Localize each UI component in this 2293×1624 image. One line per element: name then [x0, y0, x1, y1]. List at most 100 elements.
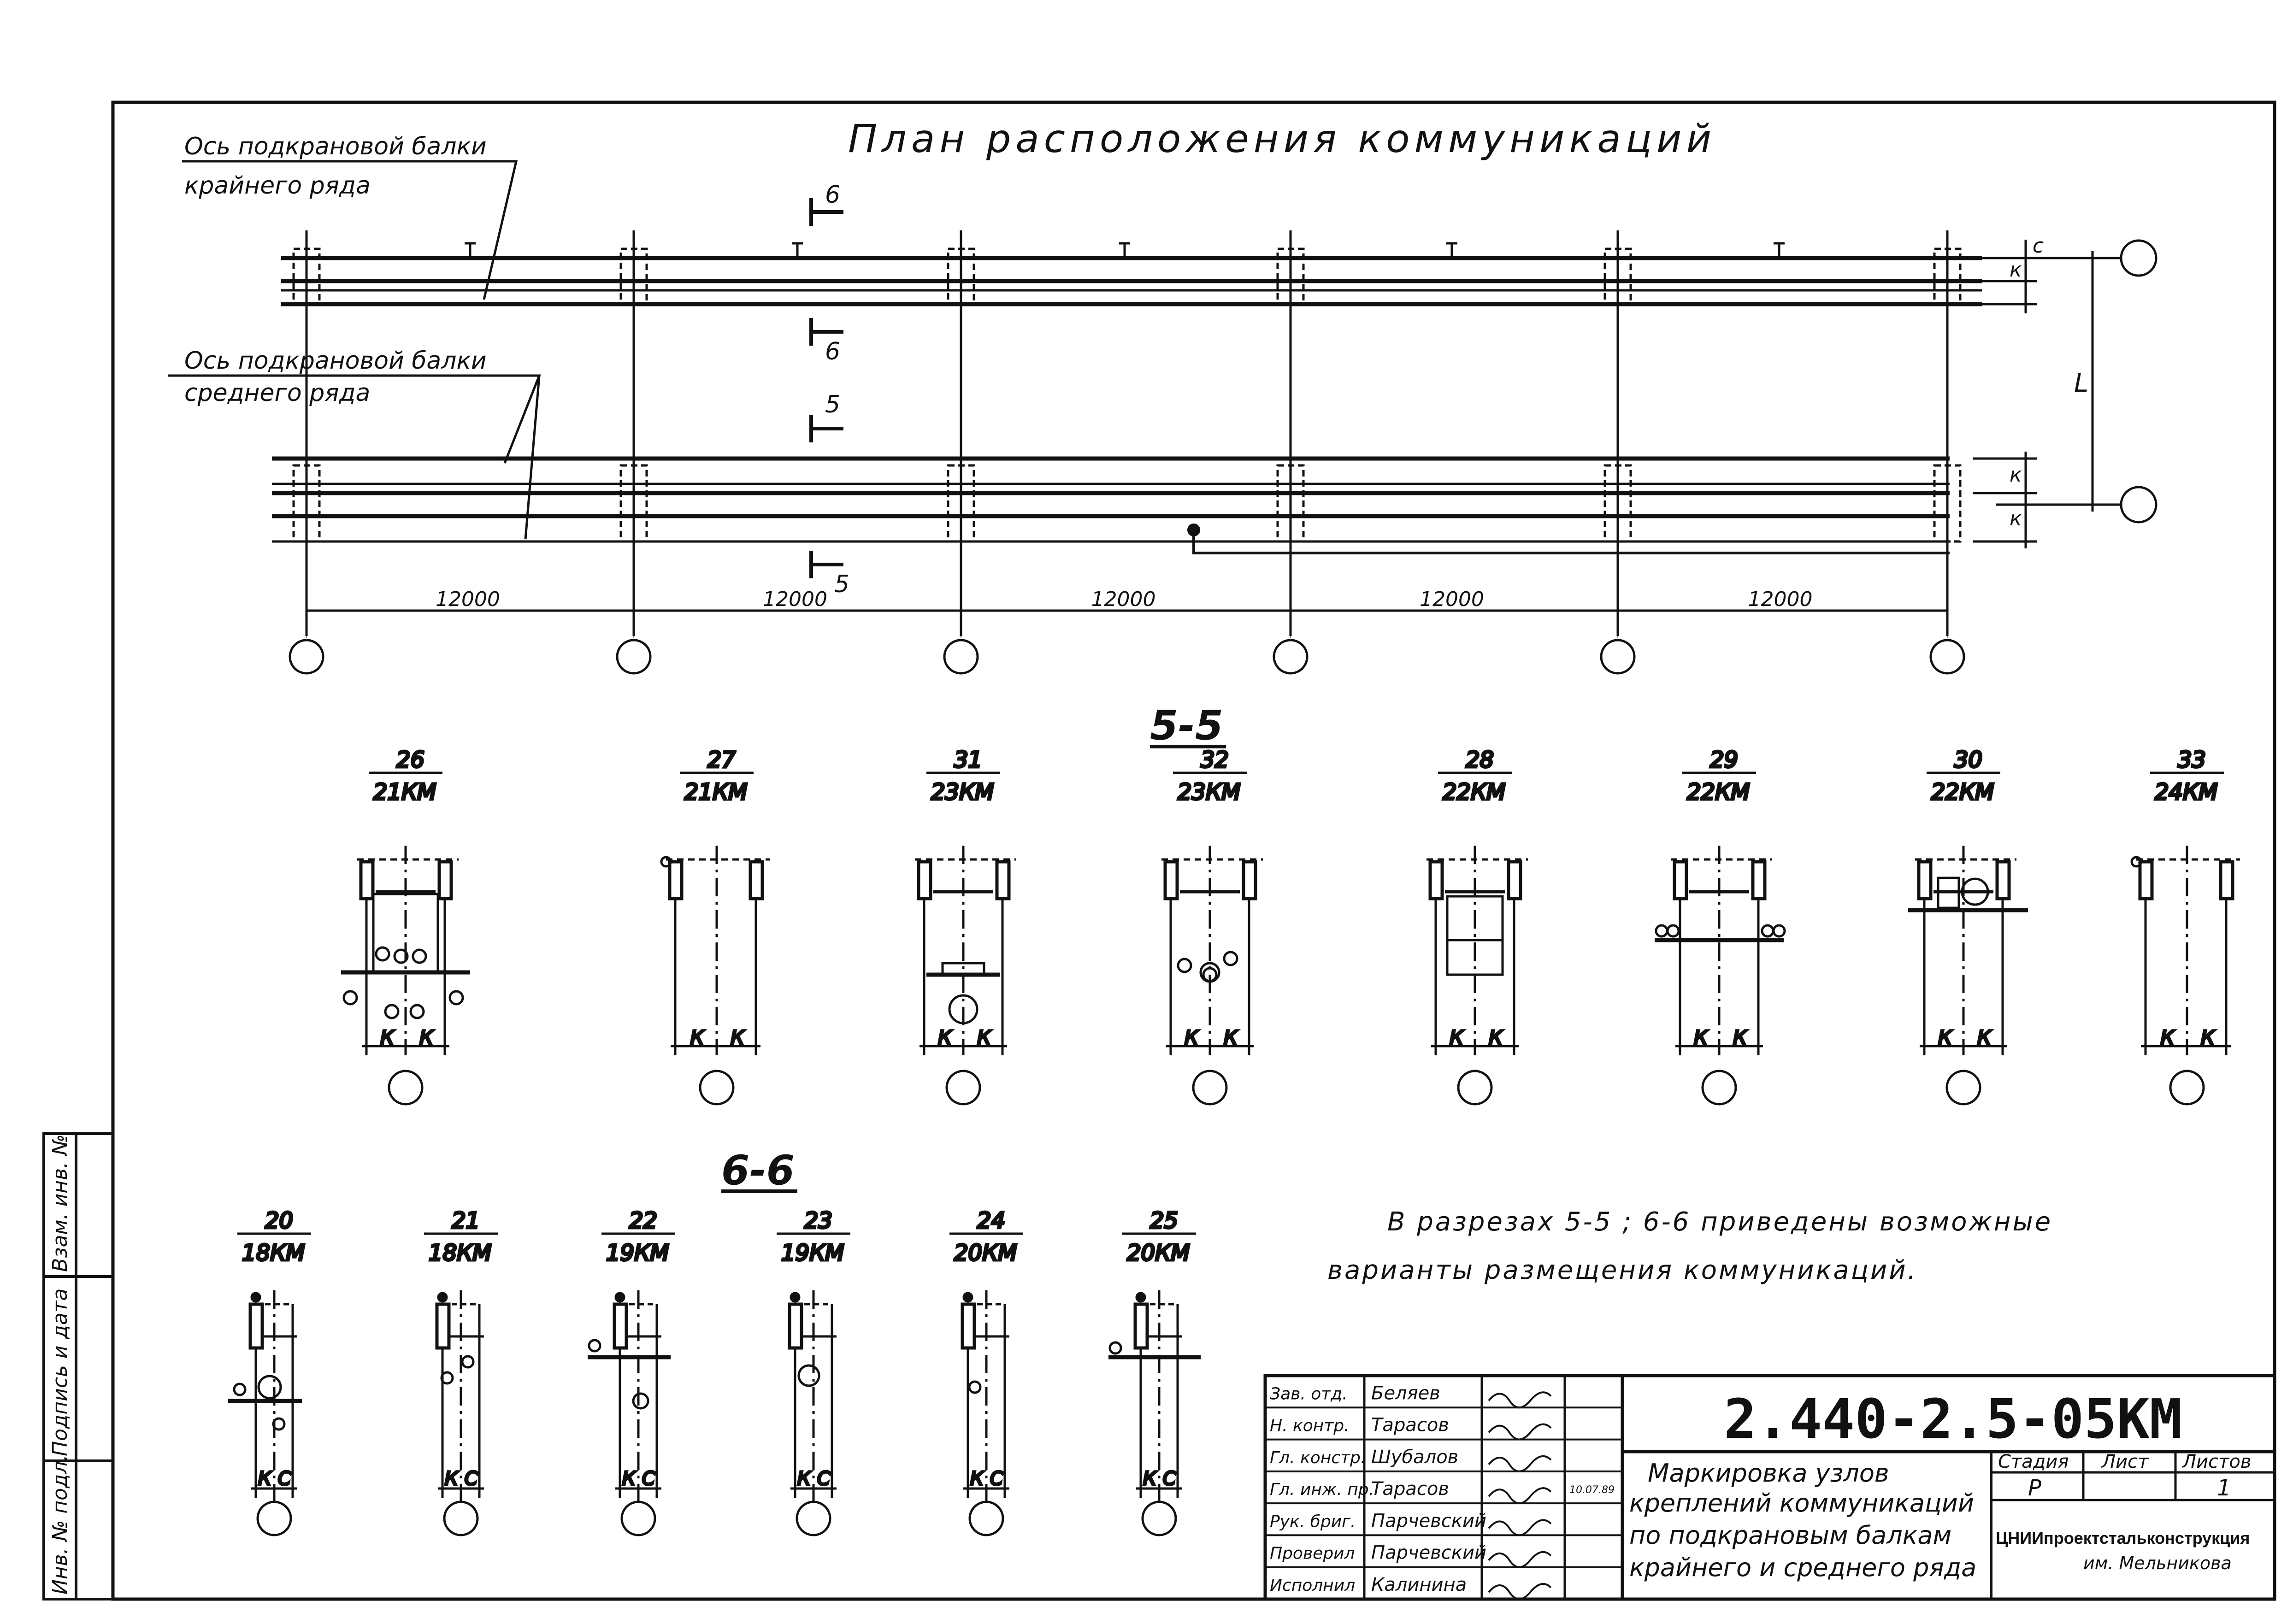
plan-column — [1600, 230, 1636, 675]
section-6-6-title: 6-6 — [721, 1147, 795, 1194]
signature — [1488, 1519, 1552, 1536]
node-number: 33 — [2178, 747, 2206, 773]
axis-bubble — [968, 1500, 1004, 1536]
rail — [788, 1302, 803, 1350]
staff-name: Тарасов — [1371, 1415, 1449, 1436]
dim-k: К — [938, 1027, 952, 1048]
node-number: 28 — [1466, 747, 1494, 773]
doc-description-1: Маркировка узлов — [1648, 1459, 1889, 1488]
signature — [1488, 1391, 1552, 1409]
column-middle — [947, 464, 975, 543]
axis-bubble — [1701, 1070, 1737, 1106]
axis-bubble — [1600, 639, 1636, 675]
side-stamp-replace: Взам. инв. № — [48, 1134, 72, 1272]
rail-left — [917, 860, 932, 900]
dim-k-top: к — [2010, 258, 2022, 282]
side-stamp-signature: Подпись и дата — [48, 1289, 72, 1456]
dim-c: с — [2033, 234, 2044, 258]
pipe — [948, 994, 979, 1024]
axis-bubble — [616, 639, 652, 675]
span-label: 12000 — [1091, 588, 1156, 611]
dim-k: К — [1694, 1027, 1708, 1048]
signature — [1488, 1487, 1552, 1504]
node-sheet: 19КМ — [781, 1240, 844, 1266]
pipe — [272, 1417, 286, 1431]
general-note: В разрезах 5-5 ; 6-6 приведены возможные… — [1327, 1207, 2051, 1285]
staff-role: Н. контр. — [1270, 1417, 1350, 1436]
rail-right — [1751, 860, 1767, 900]
dim-k: К — [420, 1027, 434, 1048]
node-sheet: 22КМ — [1687, 779, 1750, 805]
span-label: 12000 — [1748, 588, 1813, 611]
node-number: 26 — [396, 747, 424, 773]
rail — [1133, 1302, 1149, 1350]
title-block-text: 2.440-2.5-05КМ Маркировка узлов креплени… — [1629, 1387, 2251, 1582]
rail-left — [2138, 860, 2154, 900]
dim-k: К — [1939, 1027, 1952, 1048]
pipe — [632, 1392, 649, 1410]
rail — [613, 1302, 628, 1350]
dim-k: К — [690, 1027, 704, 1048]
pipe — [1761, 924, 1774, 938]
dim-k: К — [445, 1468, 459, 1489]
axis-bubble — [620, 1500, 656, 1536]
staff-role: Исполнил — [1270, 1576, 1355, 1595]
note-line-2: варианты размещения коммуникаций. — [1327, 1255, 1917, 1285]
axis-bubble — [289, 639, 324, 675]
pipe — [384, 1004, 400, 1019]
node-number: 30 — [1954, 747, 1982, 773]
title-block — [1263, 1374, 2276, 1601]
axis-bubble — [1945, 1070, 1981, 1106]
node-sheet: 20КМ — [1127, 1240, 1190, 1266]
staff-name: Калинина — [1371, 1574, 1467, 1595]
node-number: 21 — [452, 1208, 480, 1234]
plan-column — [616, 230, 652, 675]
section-5-bottom: 5 — [834, 571, 849, 598]
column-top — [947, 247, 975, 306]
rail-right — [749, 860, 764, 900]
node-number: 24 — [977, 1208, 1005, 1234]
dim-k-mid: к — [2010, 463, 2022, 487]
pipe — [797, 1364, 820, 1387]
doc-code: 2.440-2.5-05КМ — [1724, 1387, 2182, 1451]
rail-left — [1163, 860, 1179, 900]
node-number: 29 — [1710, 747, 1738, 773]
section-5-top: 5 — [825, 391, 840, 418]
plan-columns — [289, 230, 1965, 675]
column-top — [619, 247, 648, 306]
node-sheet: 21КМ — [684, 779, 748, 805]
rail-right — [995, 860, 1011, 900]
dim-k: К — [2201, 1027, 2215, 1048]
dim-c: С — [990, 1468, 1003, 1489]
span-label: 12000 — [763, 588, 827, 611]
mid-axis-label-2: среднего ряда — [184, 379, 370, 407]
signature — [1488, 1455, 1552, 1472]
axis-bubble — [1141, 1500, 1177, 1536]
pipe — [1961, 877, 1989, 906]
node-number: 31 — [954, 747, 982, 773]
staff-role: Гл. инж. пр. — [1270, 1480, 1374, 1499]
span-label: 12000 — [436, 588, 500, 611]
node-sheet: 23КМ — [931, 779, 994, 805]
node-number: 23 — [804, 1208, 832, 1234]
span-label: 12000 — [1420, 588, 1484, 611]
i-beam-mark — [1774, 242, 1785, 259]
node-number: 22 — [629, 1208, 657, 1234]
section-markers: 6 6 5 5 — [809, 181, 849, 598]
pipe — [440, 1371, 454, 1385]
rail-right — [1507, 860, 1522, 900]
dim-c: С — [1163, 1468, 1176, 1489]
pipe — [2130, 856, 2142, 868]
node-number: 27 — [707, 747, 736, 773]
pipe — [660, 856, 672, 868]
sheet-label: Лист — [2101, 1451, 2149, 1472]
dim-k: К — [2161, 1027, 2175, 1048]
staff-role: Гл. констр. — [1270, 1448, 1366, 1467]
pipe — [1666, 924, 1680, 938]
node-sheet: 21КМ — [373, 779, 436, 805]
sheets-label: Листов — [2181, 1451, 2251, 1472]
